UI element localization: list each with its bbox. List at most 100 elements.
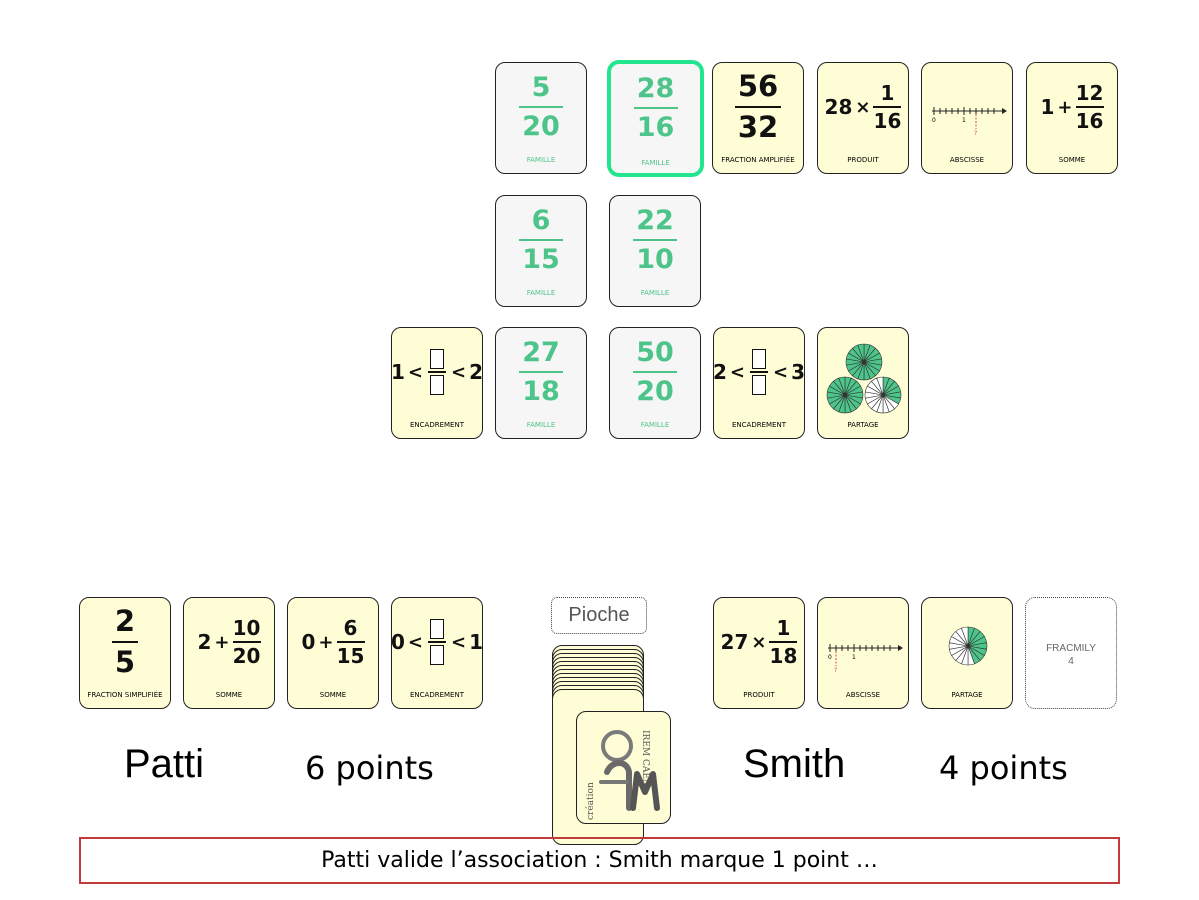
less-than-sign: < <box>407 631 423 653</box>
numerator: 22 <box>636 205 674 236</box>
card-label: FAMILLE <box>526 421 556 429</box>
fraction: 50 20 <box>633 339 677 405</box>
factor: 28 <box>824 95 853 119</box>
card-label: FAMILLE <box>640 421 670 429</box>
denominator: 32 <box>737 110 779 144</box>
empty-slot-text: FRACMILY 4 <box>1026 642 1116 668</box>
numerator: 28 <box>636 72 675 104</box>
board-card-encadrement-2-3[interactable]: 2 < < 3 ENCADREMENT <box>713 327 805 439</box>
unknown-label: ? <box>834 667 837 674</box>
blank-fraction <box>428 349 446 395</box>
card-label: FRACTION AMPLIFIÉE <box>721 156 795 164</box>
smith-card-produit[interactable]: 27 × 1 18 PRODUIT <box>713 597 805 709</box>
number-line-icon: 0 1 ? <box>932 107 1007 137</box>
smith-card-abscisse[interactable]: 0 1 ? ABSCISSE <box>817 597 909 709</box>
numerator: 50 <box>636 337 674 368</box>
less-than-sign: < <box>451 361 467 383</box>
pie-slice <box>857 343 865 363</box>
fraction: 28 16 <box>633 72 678 143</box>
upper-bound: 2 <box>469 360 483 384</box>
status-message: Patti valide l’association : Smith marqu… <box>79 837 1120 884</box>
card-label: FAMILLE <box>640 289 670 297</box>
card-label: ENCADREMENT <box>732 421 786 429</box>
card-label: FAMILLE <box>526 289 556 297</box>
card-label: SOMME <box>319 691 347 699</box>
card-label: ENCADREMENT <box>410 421 464 429</box>
numerator: 56 <box>737 69 779 103</box>
board-card-encadrement-1-2[interactable]: 1 < < 2 ENCADREMENT <box>391 327 483 439</box>
blank-fraction <box>428 619 446 665</box>
board-card-produit[interactable]: 28 × 1 16 PRODUIT <box>817 62 909 174</box>
numerator: 5 <box>531 72 551 103</box>
board-card-famille-5-20[interactable]: 5 20 FAMILLE <box>495 62 587 174</box>
pie-slice <box>838 376 846 396</box>
player-name-smith: Smith <box>743 742 846 786</box>
fraction: 56 32 <box>735 72 781 142</box>
product-expression: 28 × 1 16 <box>825 83 902 131</box>
numerator: 1 <box>880 81 895 105</box>
tick-label: 1 <box>852 654 856 661</box>
fraction: 22 10 <box>633 207 677 273</box>
less-than-sign: < <box>773 361 789 383</box>
less-than-sign: < <box>407 361 423 383</box>
tick-label: 0 <box>932 117 936 124</box>
patti-card-somme-0[interactable]: 0 + 6 15 SOMME <box>287 597 379 709</box>
board-card-famille-6-15[interactable]: 6 15 FAMILLE <box>495 195 587 307</box>
denominator: 16 <box>636 111 675 143</box>
sum-expression: 0 + 6 15 <box>301 616 365 668</box>
tick-label: 0 <box>828 654 832 661</box>
patti-card-fraction-simplifiee[interactable]: 2 5 FRACTION SIMPLIFIÉE <box>79 597 171 709</box>
fraction: 1 16 <box>873 81 902 133</box>
fraction: 1 18 <box>769 616 798 666</box>
board-card-partage[interactable]: PARTAGE <box>817 327 909 439</box>
patti-card-somme-2[interactable]: 2 + 10 20 SOMME <box>183 597 275 709</box>
plus-sign: + <box>214 631 230 653</box>
upper-bound: 1 <box>469 630 483 654</box>
board-card-abscisse[interactable]: 0 1 ? ABSCISSE <box>921 62 1013 174</box>
pie-slice <box>961 626 969 647</box>
numerator: 1 <box>776 616 791 640</box>
numerator: 6 <box>343 616 358 640</box>
plus-sign: + <box>1057 96 1073 118</box>
lower-bound: 2 <box>713 360 727 384</box>
times-sign: × <box>855 96 871 118</box>
blank-fraction <box>750 349 768 395</box>
draw-pile-top-card[interactable]: IREM CAEN création <box>576 711 671 824</box>
board-card-fraction-amplifiee[interactable]: 56 32 FRACTION AMPLIFIÉE <box>712 62 804 174</box>
fraction: 5 20 <box>519 74 563 140</box>
fraction: 27 18 <box>519 339 563 405</box>
smith-card-partage[interactable]: PARTAGE <box>921 597 1013 709</box>
empty-slot-line: FRACMILY <box>1046 643 1096 654</box>
lower-bound: 0 <box>391 630 405 654</box>
player-score-patti: 6 points <box>305 749 434 787</box>
denominator: 16 <box>1075 109 1104 133</box>
fraction: 12 16 <box>1075 83 1104 133</box>
inequality-expression: 2 < < 3 <box>713 349 804 395</box>
denominator: 20 <box>232 644 261 668</box>
denominator: 16 <box>873 109 902 133</box>
denominator: 20 <box>636 376 674 407</box>
numerator: 10 <box>232 616 261 640</box>
numerator: 2 <box>114 604 136 638</box>
player-score-smith: 4 points <box>939 749 1068 787</box>
pie-circle-icon <box>948 626 988 666</box>
addend: 0 <box>301 630 316 654</box>
tick-label: 1 <box>962 117 966 124</box>
less-than-sign: < <box>729 361 745 383</box>
board-card-famille-27-18[interactable]: 27 18 FAMILLE <box>495 327 587 439</box>
board-card-famille-50-20[interactable]: 50 20 FAMILLE <box>609 327 701 439</box>
logo-text: IREM CAEN <box>640 730 650 787</box>
denominator: 15 <box>522 244 560 275</box>
denominator: 15 <box>336 644 365 668</box>
patti-card-encadrement[interactable]: 0 < < 1 ENCADREMENT <box>391 597 483 709</box>
fraction: 10 20 <box>232 616 261 668</box>
board-card-famille-22-10[interactable]: 22 10 FAMILLE <box>609 195 701 307</box>
product-expression: 27 × 1 18 <box>721 618 798 666</box>
card-label: ABSCISSE <box>845 691 881 699</box>
fraction: 2 5 <box>112 607 138 677</box>
board-card-somme[interactable]: 1 + 12 16 SOMME <box>1026 62 1118 174</box>
board-card-famille-28-16-selected[interactable]: 28 16 FAMILLE <box>607 60 704 177</box>
denominator: 5 <box>114 645 136 679</box>
smith-card-slot-empty[interactable]: FRACMILY 4 <box>1025 597 1117 709</box>
lower-bound: 1 <box>391 360 405 384</box>
